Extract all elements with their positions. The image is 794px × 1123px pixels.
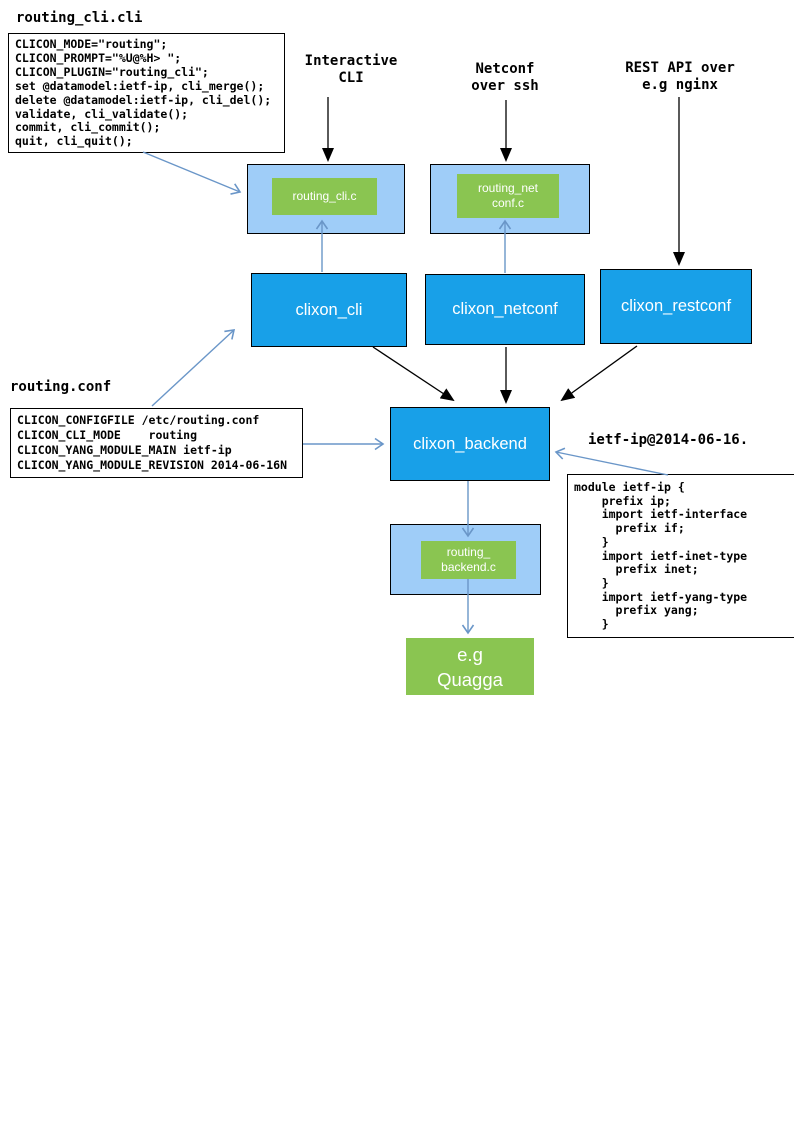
- routing-conf-code-box: CLICON_CONFIGFILE /etc/routing.conf CLIC…: [10, 408, 303, 478]
- clixon-netconf-node: clixon_netconf: [425, 274, 585, 345]
- arrow-restconf-to-backend: [560, 345, 638, 402]
- routing-cli-file-title: routing_cli.cli: [16, 10, 143, 26]
- routing-cli-code-box: CLICON_MODE="routing"; CLICON_PROMPT="%U…: [8, 33, 285, 153]
- netconf-over-ssh-label: Netconf over ssh: [471, 61, 539, 94]
- routing-cli-c-plugin: routing_cli.c: [272, 178, 377, 215]
- routing-netconf-c-plugin: routing_net conf.c: [457, 174, 559, 218]
- routing-backend-c-plugin: routing_ backend.c: [421, 541, 516, 579]
- clixon-cli-node: clixon_cli: [251, 273, 407, 347]
- clixon-backend-node: clixon_backend: [390, 407, 550, 481]
- interactive-cli-label: Interactive CLI: [304, 53, 398, 86]
- quagga-node: e.g Quagga: [406, 638, 534, 695]
- clixon-restconf-node: clixon_restconf: [600, 269, 752, 344]
- arrow-routing-cli-code-to-cli-plugin: [142, 151, 242, 195]
- arrow-routing-conf-to-clixon-cli: [151, 329, 236, 407]
- routing-conf-file-title: routing.conf: [10, 379, 112, 395]
- rest-api-label: REST API over e.g nginx: [625, 60, 735, 93]
- arrow-ietf-ip-module-to-backend: [554, 447, 669, 476]
- ietf-ip-module-code-box: module ietf-ip { prefix ip; import ietf-…: [567, 474, 794, 638]
- arrow-cli-to-backend: [372, 346, 455, 402]
- ietf-ip-file-title: ietf-ip@2014-06-16.: [588, 432, 749, 448]
